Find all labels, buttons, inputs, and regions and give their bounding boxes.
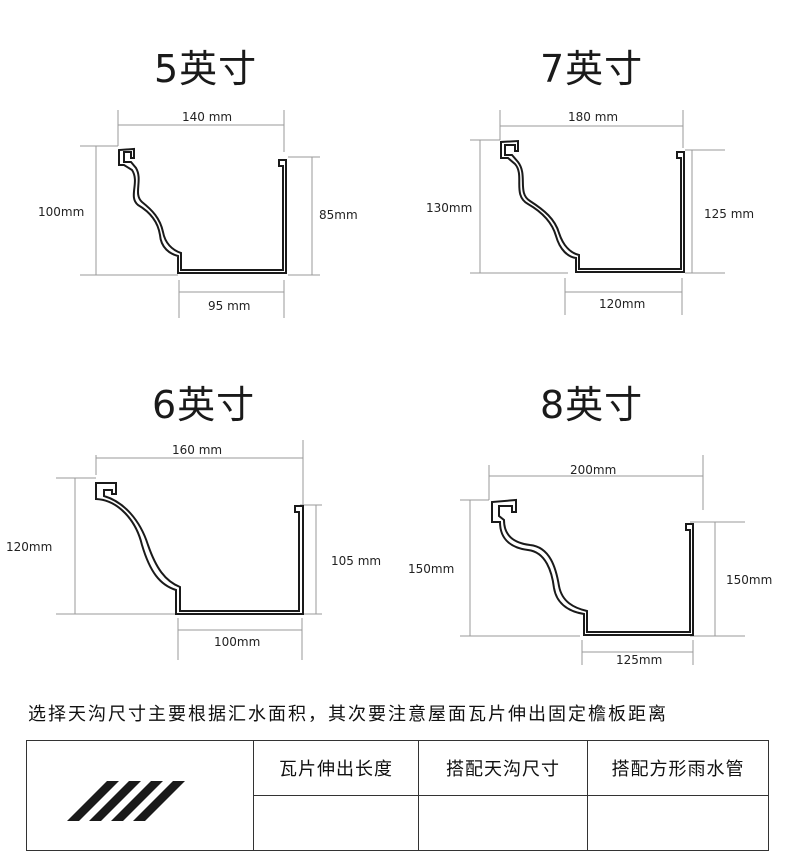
dimension-left-height: 130mm [426,201,473,215]
column-header-tile-overhang: 瓦片伸出长度 [253,740,419,796]
dimension-right-height: 105 mm [331,554,382,568]
dimension-top-width: 160 mm [172,443,223,457]
dimension-top-width: 200mm [570,463,617,477]
table-header-row: 瓦片伸出长度 搭配天沟尺寸 搭配方形雨水管 [26,740,769,851]
profile-title: 5英寸 [154,47,258,91]
table-cell [587,795,769,851]
roof-tile-thumbnail [26,740,254,851]
profile-6-inch: 6英寸 160 mm 120mm 105 mm 100mm [0,340,400,680]
profile-8-inch: 8英寸 200mm 150mm 150mm 125mm [400,340,800,680]
dimension-left-height: 150mm [408,562,455,576]
dimension-left-height: 100mm [38,205,85,219]
profile-5-inch: 5英寸 140 mm 100mm 85mm 95 mm [0,0,400,340]
spec-table: 瓦片伸出长度 搭配天沟尺寸 搭配方形雨水管 [26,740,769,851]
dimension-top-width: 180 mm [568,110,619,124]
dimension-bottom-width: 120mm [599,297,646,311]
gutter-profile-drawing [460,455,745,665]
dimension-top-width: 140 mm [182,110,233,124]
dimension-right-height: 150mm [726,573,773,587]
column-header-gutter-size: 搭配天沟尺寸 [418,740,588,796]
table-cell [418,795,588,851]
dimension-right-height: 85mm [319,208,358,222]
table-cell [253,795,419,851]
selection-note: 选择天沟尺寸主要根据汇水面积，其次要注意屋面瓦片伸出固定檐板距离 [28,704,668,725]
dimension-bottom-width: 95 mm [208,299,251,313]
dimension-left-height: 120mm [6,540,53,554]
dimension-right-height: 125 mm [704,207,755,221]
column-header-downpipe: 搭配方形雨水管 [587,740,769,796]
gutter-profile-drawing [56,440,322,660]
profile-title: 8英寸 [540,383,644,427]
dimension-bottom-width: 100mm [214,635,261,649]
dimension-bottom-width: 125mm [616,653,663,667]
profile-title: 6英寸 [152,383,256,427]
gutter-profile-drawing [80,110,320,318]
gutter-profile-drawing [470,110,725,315]
profile-title: 7英寸 [540,47,644,91]
profile-7-inch: 7英寸 180 mm 130mm 125 mm 120mm [400,0,800,340]
